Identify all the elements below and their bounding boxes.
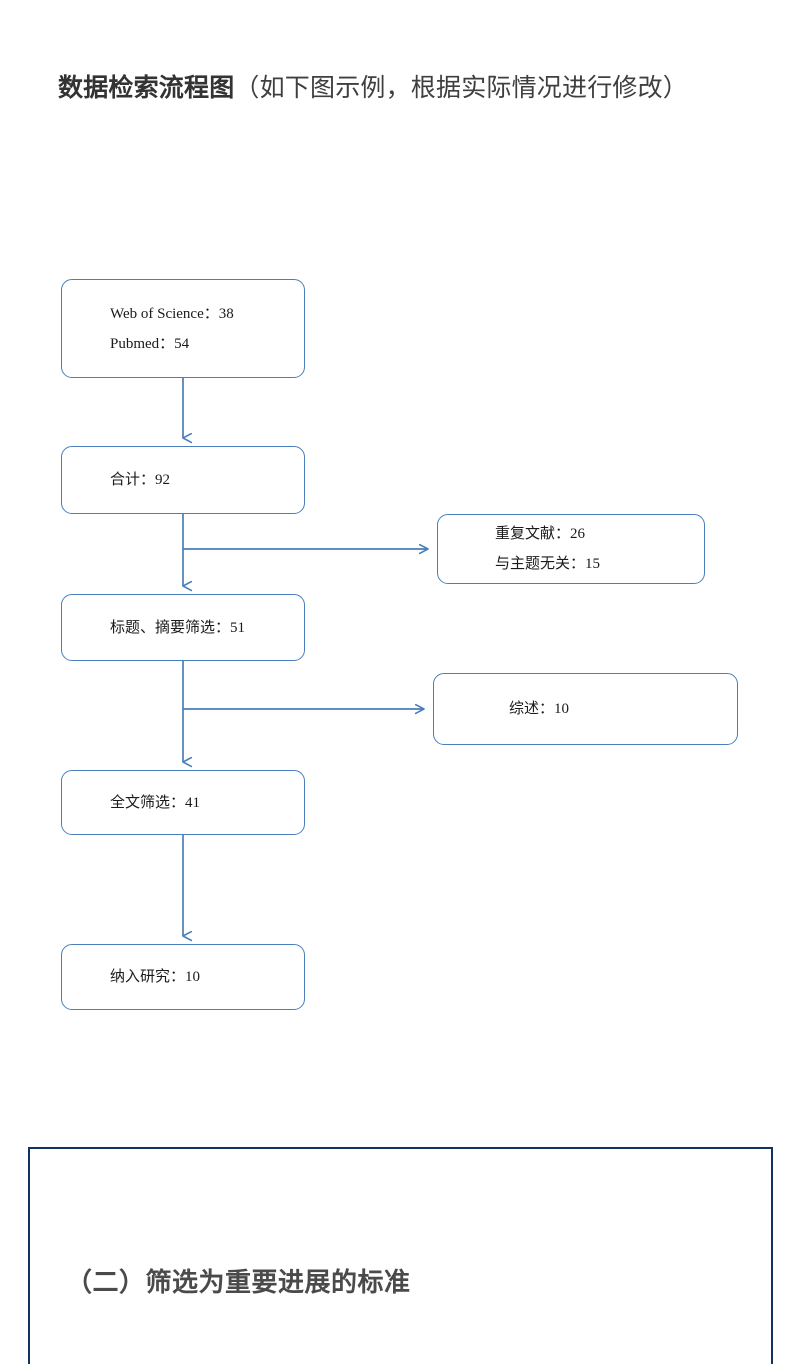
page-title: 数据检索流程图（如下图示例，根据实际情况进行修改） <box>58 56 748 120</box>
page-title-note: （如下图示例，根据实际情况进行修改） <box>234 74 689 102</box>
flow-node-total[interactable]: 合计：92 <box>61 446 305 514</box>
flow-node-title-abstract-screen[interactable]: 标题、摘要筛选：51 <box>61 594 305 661</box>
flow-node-excluded-duplicates-line-1: 重复文献：26 <box>495 526 586 542</box>
flow-node-excluded-reviews[interactable]: 综述：10 <box>433 673 738 745</box>
flow-node-excluded-reviews-line-1: 综述：10 <box>509 701 570 717</box>
flow-node-sources-line-2: Pubmed：54 <box>110 335 190 352</box>
flow-node-fulltext-screen[interactable]: 全文筛选：41 <box>61 770 305 835</box>
flow-node-included-studies-line-1: 纳入研究：10 <box>110 969 201 985</box>
flow-node-excluded-duplicates-line-2: 与主题无关：15 <box>495 556 601 572</box>
section-heading-criteria: （二）筛选为重要进展的标准 <box>66 1267 411 1297</box>
flow-node-excluded-duplicates[interactable]: 重复文献：26 与主题无关：15 <box>437 514 705 584</box>
flow-node-sources[interactable]: Web of Science：38 Pubmed：54 <box>61 279 305 378</box>
page-title-bold: 数据检索流程图 <box>58 74 235 102</box>
flow-node-included-studies[interactable]: 纳入研究：10 <box>61 944 305 1010</box>
flow-node-total-line-1: 合计：92 <box>110 472 171 488</box>
flowchart-connectors <box>182 378 800 1060</box>
flow-node-title-abstract-screen-line-1: 标题、摘要筛选：51 <box>110 619 246 636</box>
flow-node-fulltext-screen-line-1: 全文筛选：41 <box>110 794 201 811</box>
criteria-panel: （二）筛选为重要进展的标准 <box>28 1147 773 1364</box>
data-retrieval-flowchart: Web of Science：38 Pubmed：54 合计：92 重复文献：2… <box>61 279 800 1060</box>
flow-node-sources-line-1: Web of Science：38 <box>110 305 234 322</box>
